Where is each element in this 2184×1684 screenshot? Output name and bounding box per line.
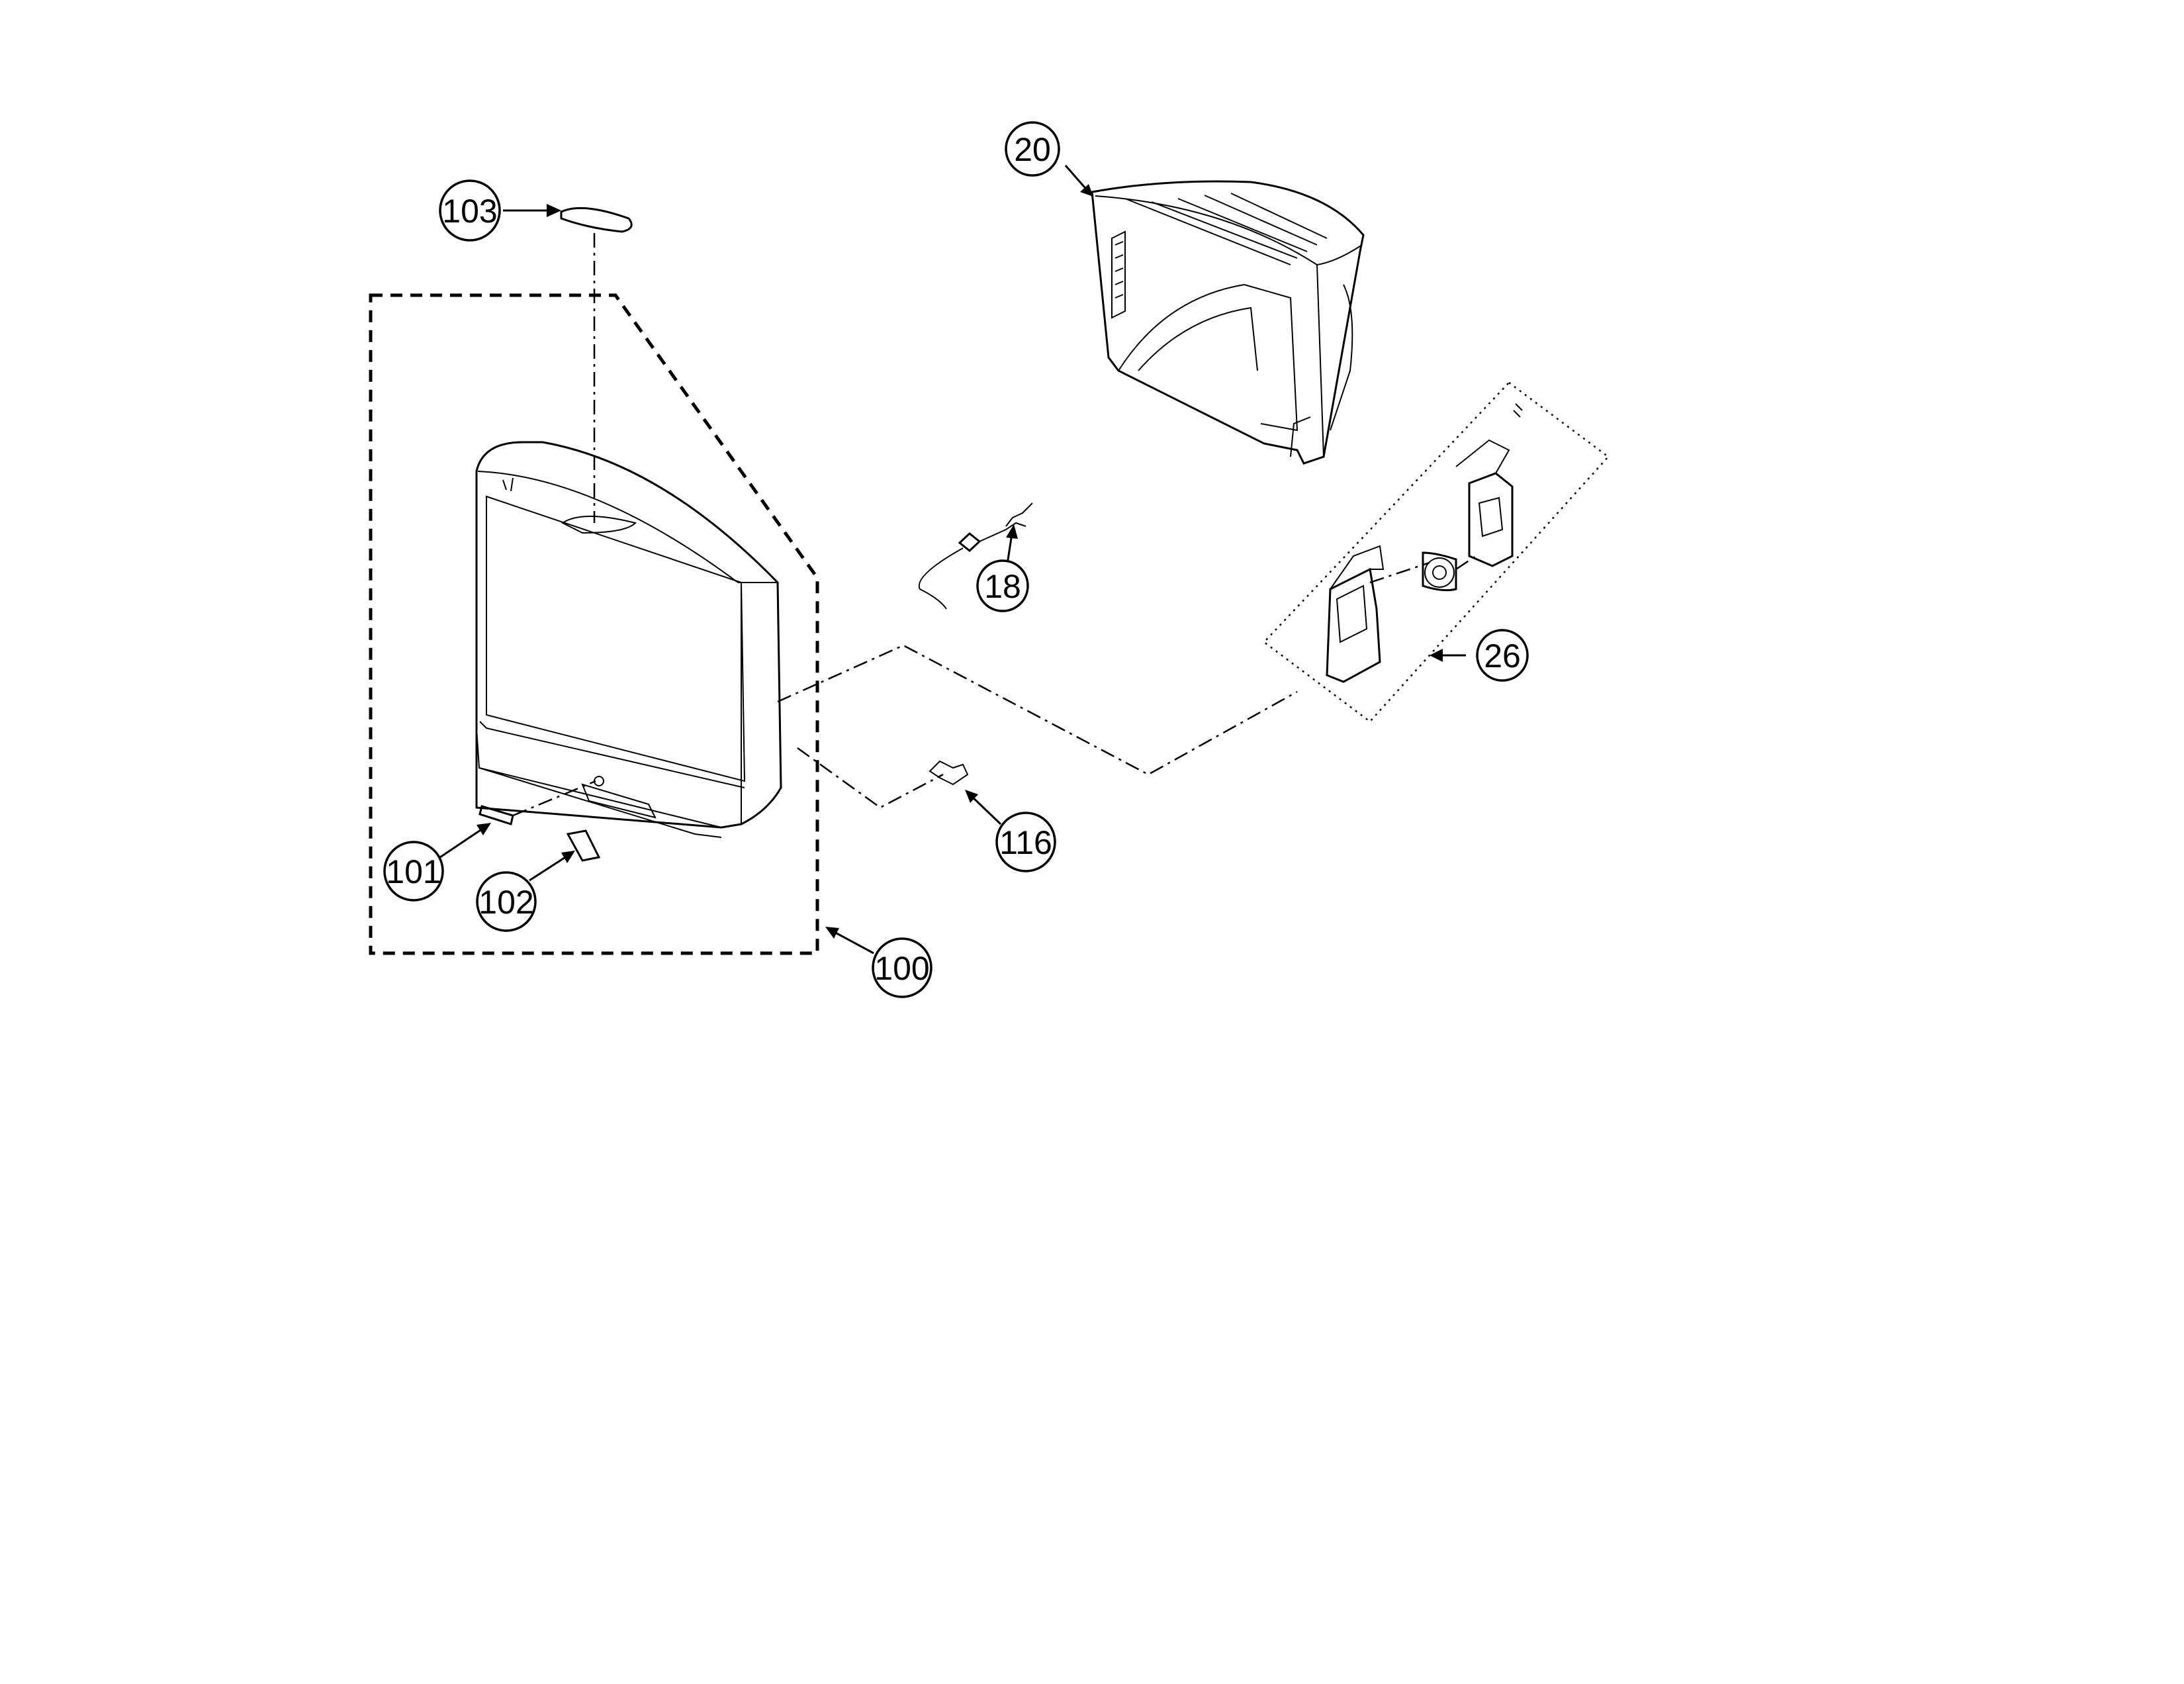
callout-103: 103 [439, 179, 501, 242]
rear-cabinet [1091, 180, 1365, 465]
part-102 [566, 829, 601, 862]
callout-101-label: 101 [386, 853, 441, 890]
callout-20-label: 20 [1014, 131, 1051, 168]
callout-103-label: 103 [442, 193, 497, 230]
callout-18: 18 [976, 559, 1029, 612]
callout-101: 101 [383, 841, 444, 902]
callout-26: 26 [1476, 629, 1529, 682]
callout-116-label: 116 [999, 824, 1052, 861]
part-101 [478, 805, 514, 825]
callout-102: 102 [476, 871, 537, 932]
callout-26-label: 26 [1484, 637, 1521, 675]
callout-116: 116 [995, 812, 1056, 872]
front-assembly-boundary [369, 293, 819, 955]
part-116 [929, 760, 969, 786]
part-103-badge [560, 207, 633, 233]
callout-100: 100 [872, 937, 933, 998]
speaker-assembly [1326, 403, 1523, 683]
callout-100-label: 100 [874, 950, 929, 987]
front-cabinet [475, 441, 782, 838]
leader-arrows [439, 165, 1466, 955]
callout-20: 20 [1005, 121, 1060, 177]
callout-102-label: 102 [478, 884, 533, 921]
power-cord [918, 502, 1033, 610]
alignment-lines [512, 233, 1477, 817]
speaker-assembly-boundary [1263, 381, 1610, 723]
callout-18-label: 18 [984, 568, 1021, 605]
